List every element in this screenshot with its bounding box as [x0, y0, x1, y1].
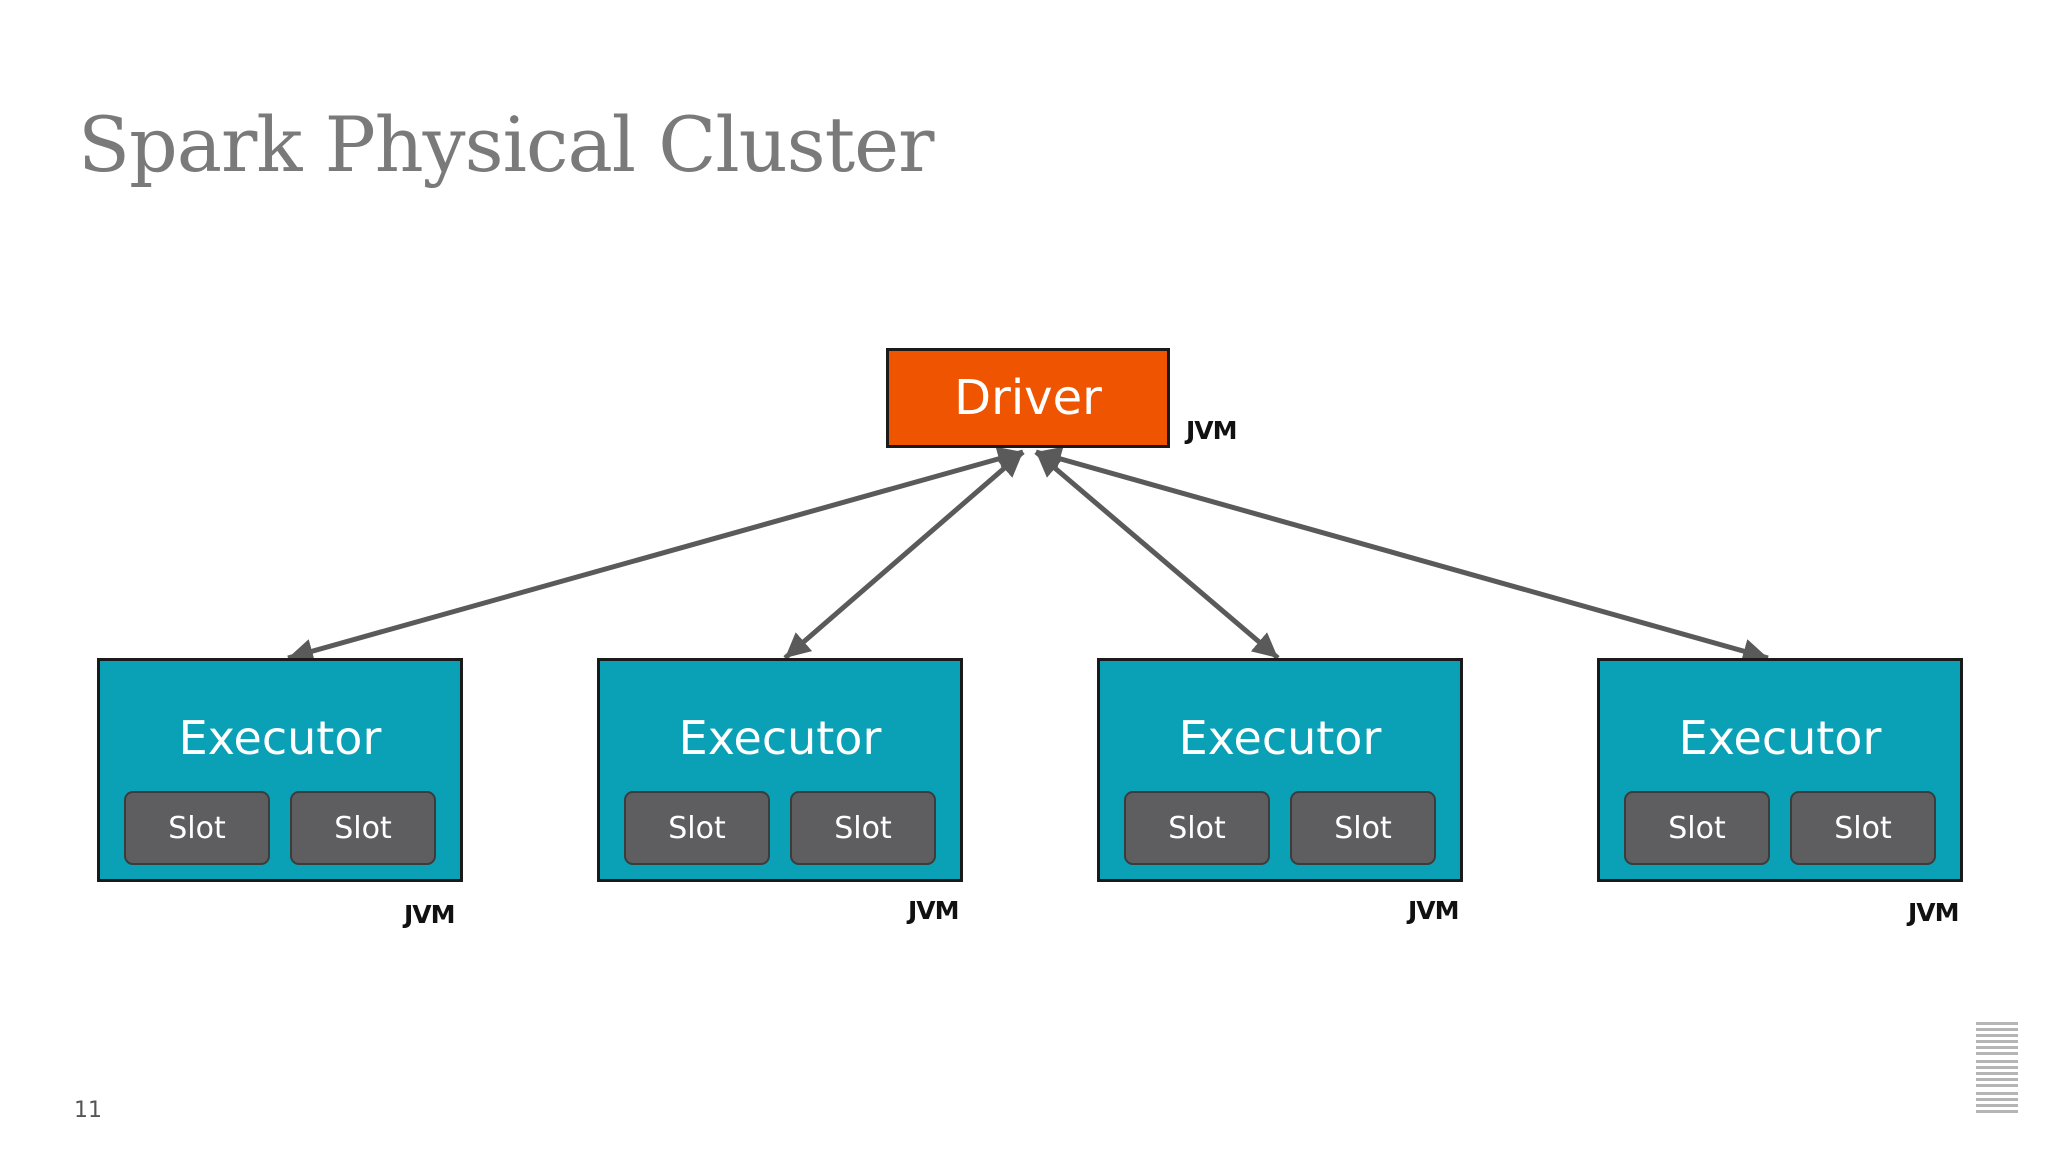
executor-box-1: Executor Slot Slot — [97, 658, 463, 882]
executor-jvm-label-3: JVM — [1408, 896, 1460, 925]
executor-label: Executor — [178, 711, 382, 765]
slot-box: Slot — [1124, 791, 1270, 865]
executor-label: Executor — [1178, 711, 1382, 765]
slot-box: Slot — [624, 791, 770, 865]
driver-box: Driver — [886, 348, 1170, 448]
executor-jvm-label-2: JVM — [908, 896, 960, 925]
driver-jvm-label: JVM — [1186, 416, 1238, 445]
arrow-driver-executor-2 — [783, 450, 1025, 660]
arrow-driver-executor-3 — [1034, 450, 1280, 660]
executor-box-4: Executor Slot Slot — [1597, 658, 1963, 882]
slot-box: Slot — [1624, 791, 1770, 865]
executor-box-3: Executor Slot Slot — [1097, 658, 1463, 882]
slot-box: Slot — [290, 791, 436, 865]
executor-label: Executor — [678, 711, 882, 765]
executor-box-2: Executor Slot Slot — [597, 658, 963, 882]
ibm-logo-icon — [1976, 1022, 2018, 1113]
slide-title: Spark Physical Cluster — [78, 100, 934, 189]
slot-box: Slot — [1790, 791, 1936, 865]
executor-jvm-label-4: JVM — [1908, 898, 1960, 927]
driver-label: Driver — [954, 370, 1102, 426]
arrow-driver-executor-1 — [287, 446, 1024, 664]
executor-jvm-label-1: JVM — [404, 900, 456, 929]
slot-box: Slot — [124, 791, 270, 865]
slot-box: Slot — [790, 791, 936, 865]
page-number: 11 — [74, 1098, 102, 1123]
executor-label: Executor — [1678, 711, 1882, 765]
arrow-driver-executor-4 — [1035, 446, 1769, 664]
slot-box: Slot — [1290, 791, 1436, 865]
